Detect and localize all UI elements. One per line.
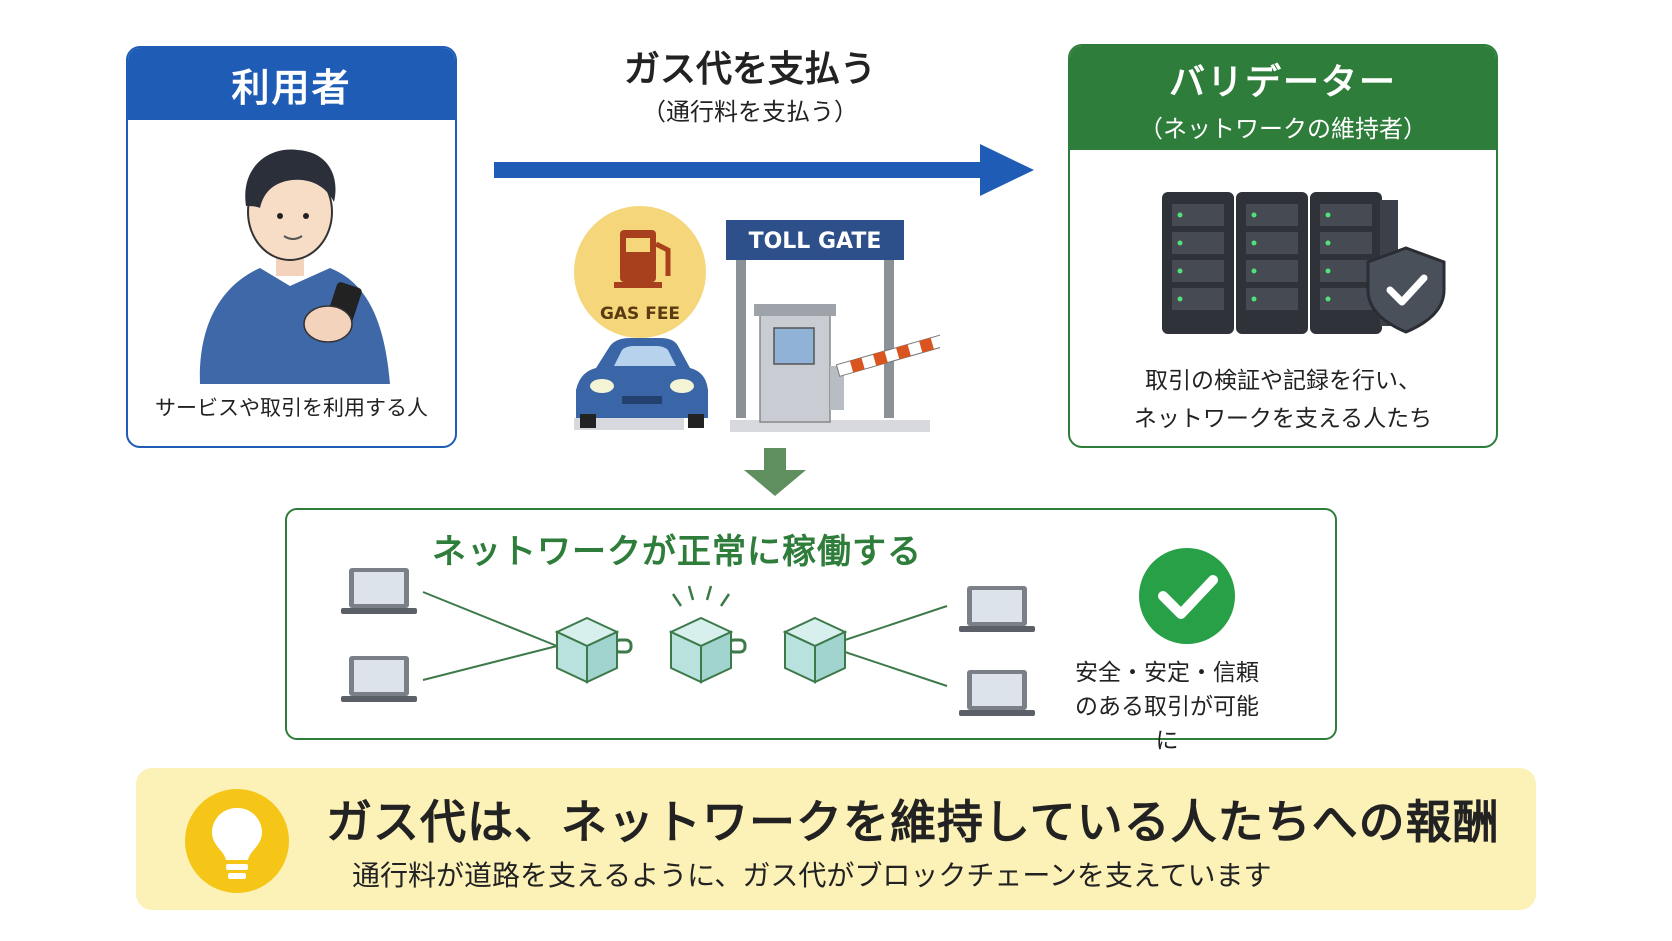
laptop-icon [341,568,417,614]
validator-description-line1: 取引の検証や記録を行い、 [1145,368,1421,394]
gas-pump-icon [574,206,706,338]
arrow-down-icon [744,448,806,496]
summary-subtitle: 通行料が道路を支えるように、ガス代がブロックチェーンを支えています [352,859,1272,892]
network-diagram [341,548,1235,716]
laptop-icon [341,656,417,702]
server-rack-icon [1162,192,1446,334]
arrow-right-icon [494,144,1034,196]
network-box: ネットワークが正常に稼働する 安全・安定・信頼 のある取引が可能に [285,508,1337,754]
network-title: ネットワークが正常に稼働する [432,532,922,572]
lightbulb-icon [185,789,289,893]
toll-gate-icon [726,220,947,432]
car-icon [574,338,708,430]
validator-description-line2: ネットワークを支える人たち [1133,406,1433,432]
check-circle-icon [1139,548,1235,644]
payment-subtitle: （通行料を支払う） [642,98,858,126]
block-cube-icon [668,616,734,684]
user-description: サービスや取引を利用する人 [155,396,428,420]
payment-title: ガス代を支払う [623,49,876,90]
laptop-icon [959,670,1035,716]
shield-check-icon [1366,246,1446,334]
user-card: 利用者 サービスや取引を利用する人 [126,46,457,448]
user-title: 利用者 [128,48,455,120]
block-cube-icon [554,616,620,684]
block-cube-icon [782,616,848,684]
network-result-line2: のある取引が可能に [1075,694,1259,754]
gas-label: GAS FEE [600,304,680,324]
laptop-icon [959,586,1035,632]
gas-toll-scene: GAS FEE TOLL GATE [560,200,947,444]
toll-label: TOLL GATE [749,229,882,254]
validator-subtitle: （ネットワークの維持者） [1139,114,1427,143]
validator-card: バリデーター （ネットワークの維持者） [1068,44,1498,448]
network-result-line1: 安全・安定・信頼 [1075,660,1259,686]
person-phone-icon [199,149,390,384]
summary-title: ガス代は、ネットワークを維持している人たちへの報酬 [326,795,1500,849]
summary-banner: ガス代は、ネットワークを維持している人たちへの報酬 通行料が道路を支えるように、… [136,768,1536,910]
validator-title: バリデーター [1168,61,1397,103]
